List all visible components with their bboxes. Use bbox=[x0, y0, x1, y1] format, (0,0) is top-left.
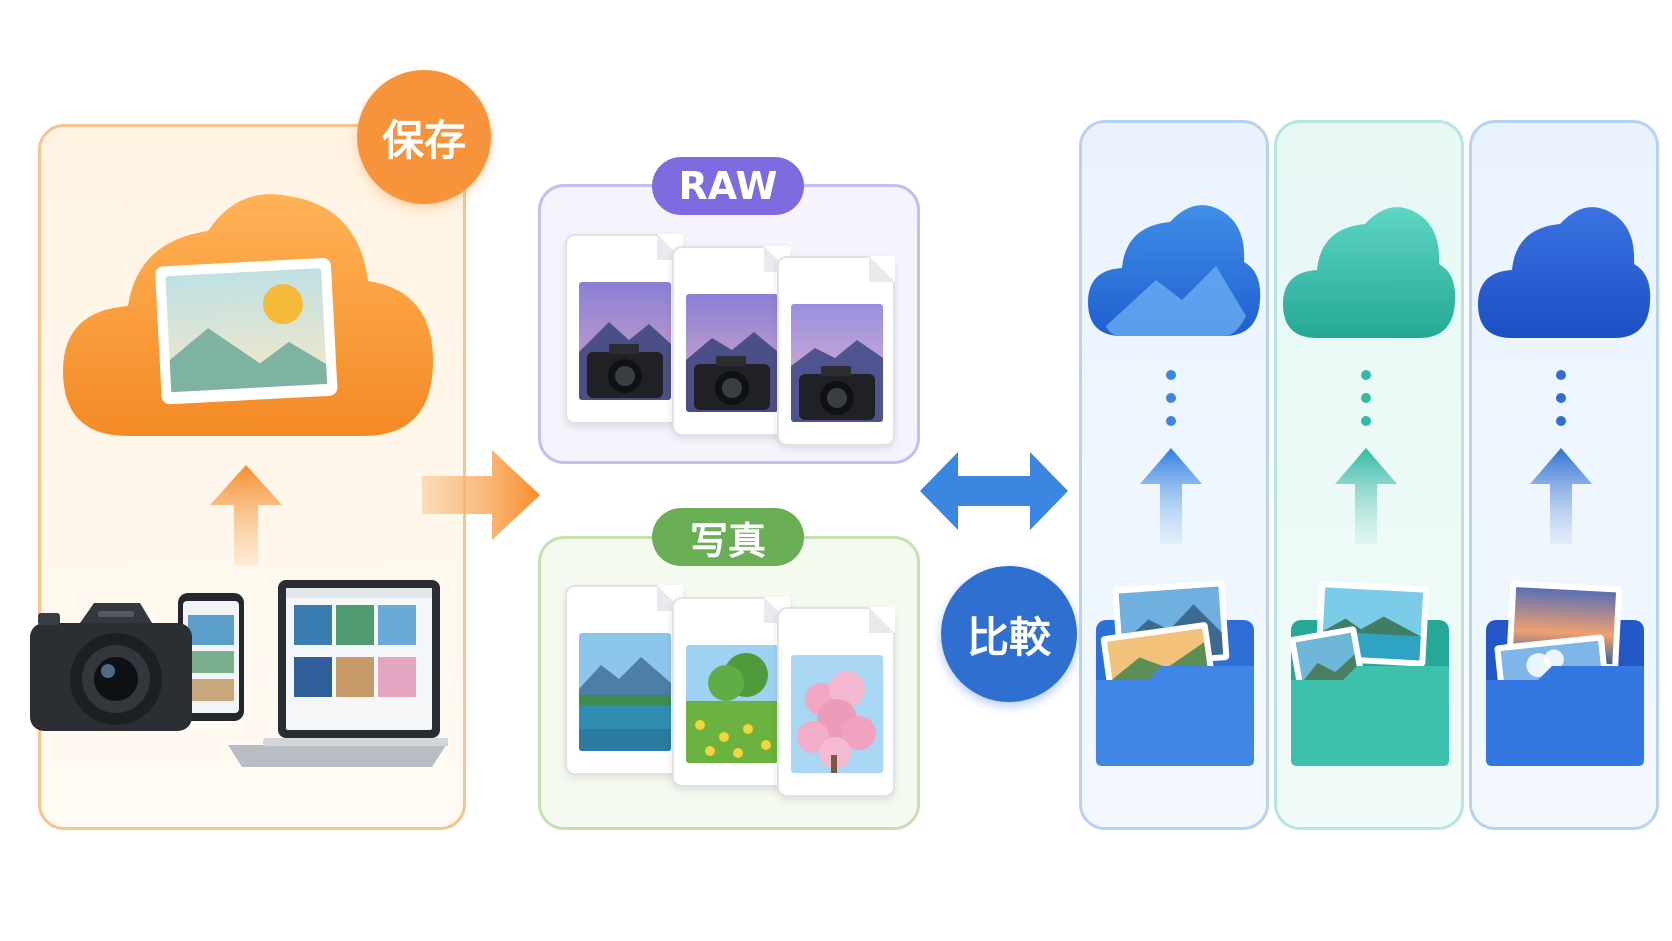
photo-file-icon bbox=[777, 607, 895, 797]
dotted-connector-icon bbox=[1166, 370, 1176, 426]
source-devices bbox=[30, 580, 448, 767]
photo-file-icon bbox=[565, 585, 683, 775]
photo-folder-icon bbox=[1096, 580, 1254, 766]
camera-icon bbox=[30, 603, 192, 731]
photo-label: 写真 bbox=[652, 508, 804, 566]
raw-file-icon bbox=[672, 246, 790, 436]
photo-folder-icon bbox=[1486, 581, 1644, 766]
raw-label: RAW bbox=[652, 157, 804, 215]
save-badge: 保存 bbox=[357, 70, 491, 204]
compare-badge: 比較 bbox=[941, 566, 1077, 702]
photo-folder-icon bbox=[1289, 581, 1449, 766]
photo-file-icon bbox=[672, 597, 790, 787]
raw-file-icon bbox=[565, 234, 683, 424]
phone-icon bbox=[178, 593, 244, 721]
dotted-connector-icon bbox=[1556, 370, 1566, 426]
upload-arrow-icon bbox=[210, 465, 282, 565]
dark-blue-cloud-icon bbox=[1478, 207, 1651, 338]
raw-file-icon bbox=[777, 256, 895, 446]
cloud-photo-icon bbox=[63, 194, 433, 436]
flow-arrow-icon bbox=[422, 450, 540, 540]
compare-arrow-icon bbox=[920, 452, 1068, 530]
upload-arrow-icon bbox=[1335, 448, 1397, 544]
dotted-connector-icon bbox=[1361, 370, 1371, 426]
upload-arrow-icon bbox=[1140, 448, 1202, 544]
laptop-icon bbox=[228, 580, 448, 767]
teal-cloud-icon bbox=[1283, 207, 1456, 338]
upload-arrow-icon bbox=[1530, 448, 1592, 544]
blue-cloud-icon bbox=[1088, 205, 1261, 336]
